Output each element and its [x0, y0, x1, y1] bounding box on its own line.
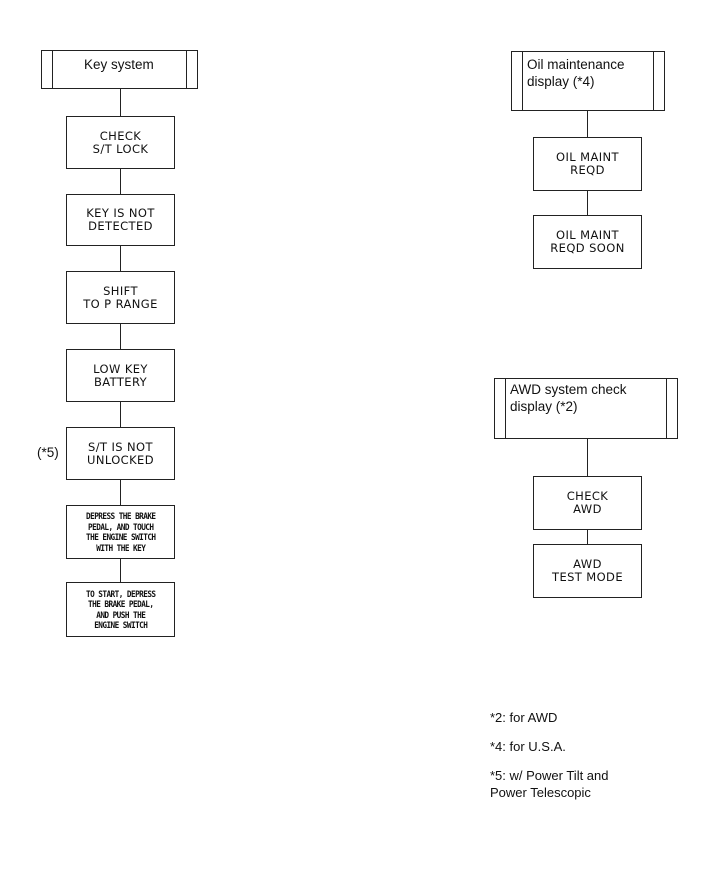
step-to-start: TO START, DEPRESS THE BRAKE PEDAL, AND P… [66, 582, 175, 637]
step-label: OIL MAINT REQD [556, 150, 619, 177]
step-label: KEY IS NOT DETECTED [86, 206, 155, 233]
footnote-5: *5: w/ Power Tilt and Power Telescopic [490, 768, 609, 800]
oil-maintenance-header-label: Oil maintenance display (*4) [527, 57, 625, 89]
step-label: AWD TEST MODE [552, 557, 623, 584]
connector [587, 111, 588, 137]
connector [587, 439, 588, 476]
step-label: CHECK AWD [566, 489, 609, 516]
connector [120, 246, 121, 271]
step-key-not-detected: KEY IS NOT DETECTED [66, 194, 175, 246]
step-check-st-lock: CHECK S/T LOCK [66, 116, 175, 169]
connector [120, 559, 121, 582]
footnote-4: *4: for U.S.A. [490, 739, 566, 754]
header-left-bar [52, 51, 53, 88]
connector [120, 402, 121, 427]
connector [587, 530, 588, 544]
header-left-bar [522, 52, 523, 110]
connector [120, 169, 121, 194]
step-oil-maint-reqd-soon: OIL MAINT REQD SOON [533, 215, 642, 269]
oil-maintenance-header: Oil maintenance display (*4) [511, 51, 665, 111]
step-shift-to-p: SHIFT TO P RANGE [66, 271, 175, 324]
step-low-key-battery: LOW KEY BATTERY [66, 349, 175, 402]
header-right-bar [666, 379, 667, 438]
connector [120, 324, 121, 349]
header-right-bar [653, 52, 654, 110]
header-left-bar [505, 379, 506, 438]
connector [120, 480, 121, 505]
step-depress-brake-touch: DEPRESS THE BRAKE PEDAL, AND TOUCH THE E… [66, 505, 175, 559]
footnote-2: *2: for AWD [490, 710, 558, 725]
connector [587, 191, 588, 215]
step-awd-test-mode: AWD TEST MODE [533, 544, 642, 598]
step-check-awd: CHECK AWD [533, 476, 642, 530]
key-system-header: Key system [41, 50, 198, 89]
step-oil-maint-reqd: OIL MAINT REQD [533, 137, 642, 191]
awd-check-header: AWD system check display (*2) [494, 378, 678, 439]
awd-check-header-label: AWD system check display (*2) [510, 382, 627, 414]
step-st-not-unlocked: S/T IS NOT UNLOCKED [66, 427, 175, 480]
step-label: OIL MAINT REQD SOON [550, 228, 625, 255]
connector [120, 89, 121, 116]
step-label: SHIFT TO P RANGE [83, 283, 158, 311]
note-marker-5: (*5) [37, 445, 59, 460]
step-label: TO START, DEPRESS THE BRAKE PEDAL, AND P… [85, 588, 156, 631]
header-right-bar [186, 51, 187, 88]
step-label: DEPRESS THE BRAKE PEDAL, AND TOUCH THE E… [85, 511, 156, 553]
step-label: S/T IS NOT UNLOCKED [87, 439, 154, 467]
step-label: CHECK S/T LOCK [92, 128, 149, 156]
step-label: LOW KEY BATTERY [93, 361, 148, 389]
key-system-header-label: Key system [84, 57, 154, 72]
